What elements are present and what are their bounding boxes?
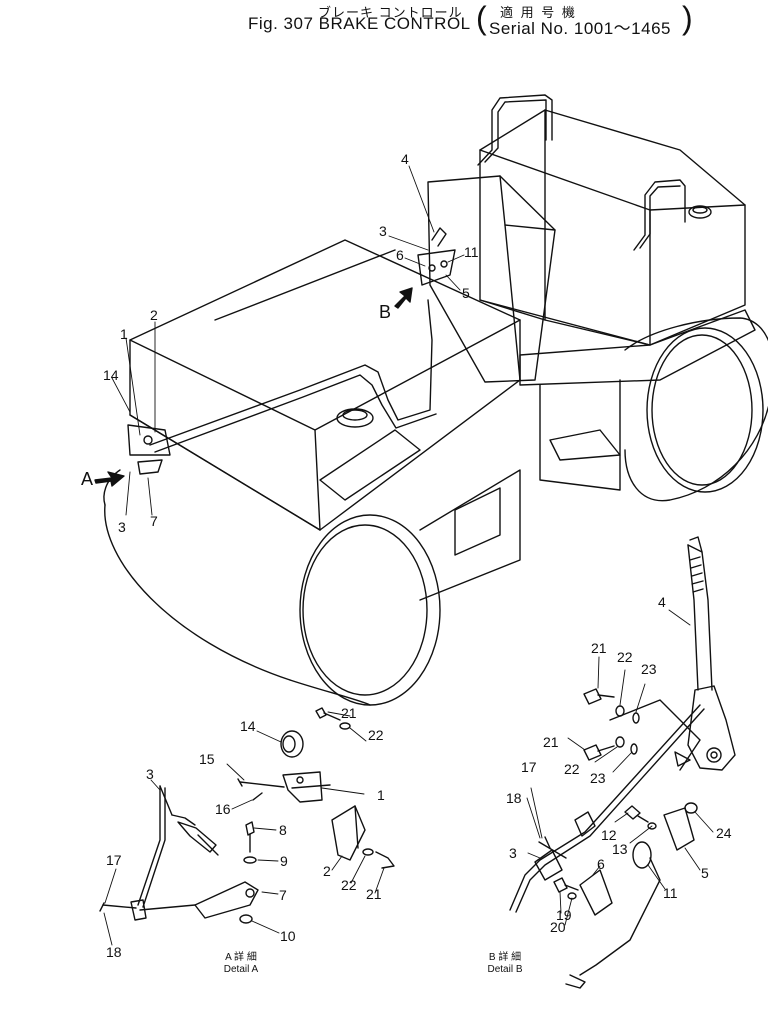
callout-b-20: 20 xyxy=(550,919,566,935)
callout-main-14: 14 xyxy=(103,367,119,383)
arrow-b-icon xyxy=(394,287,413,309)
applicable-japanese: 適 用 号 機 xyxy=(500,5,577,20)
title-japanese: ブレーキ コントロール xyxy=(318,5,463,20)
figure-title: Fig. 307 BRAKE CONTROL xyxy=(248,14,471,33)
callout-a-21: 21 xyxy=(341,705,357,721)
callout-b-4: 4 xyxy=(658,594,666,610)
callout-a-18: 18 xyxy=(106,944,122,960)
brake-cable-main xyxy=(127,227,456,475)
leader-lines-detail-a xyxy=(103,711,385,946)
rear-frame xyxy=(519,309,768,502)
front-water-tank xyxy=(129,239,521,601)
operator-tower xyxy=(427,175,556,383)
callout-main-5: 5 xyxy=(462,285,470,301)
detail-b-parts xyxy=(509,536,736,989)
callout-main-1: 1 xyxy=(120,326,128,342)
leader-lines-main xyxy=(111,165,465,516)
callout-b-22b: 22 xyxy=(564,761,580,777)
callout-a-2: 2 xyxy=(323,863,331,879)
left-paren-glyph: ( xyxy=(476,0,487,36)
right-paren-glyph: ) xyxy=(682,0,693,36)
callout-main-11: 11 xyxy=(464,244,479,260)
callout-b-19: 19 xyxy=(556,907,572,923)
front-roller xyxy=(103,469,441,706)
callout-a-7: 7 xyxy=(279,887,287,903)
callout-a-16: 16 xyxy=(215,801,231,817)
detail-a-caption-en: Detail A xyxy=(223,963,259,975)
callout-a-3: 3 xyxy=(146,766,154,782)
callout-a-15: 15 xyxy=(199,751,215,767)
callout-b-6: 6 xyxy=(597,856,605,872)
callout-b-3: 3 xyxy=(509,845,517,861)
callout-a-14: 14 xyxy=(240,718,256,734)
view-marker-b: B xyxy=(379,302,392,322)
detail-a-caption: A 詳 細 Detail A xyxy=(216,952,266,975)
callout-a-10: 10 xyxy=(280,928,296,944)
callout-main-3b: 3 xyxy=(379,223,387,239)
callout-b-23: 23 xyxy=(641,661,657,677)
callout-b-23b: 23 xyxy=(590,770,606,786)
callout-a-8: 8 xyxy=(279,822,287,838)
view-marker-a: A xyxy=(81,469,94,489)
callout-b-17: 17 xyxy=(521,759,537,775)
serial-range: Serial No. 1001～1465 xyxy=(489,19,672,38)
callout-b-21: 21 xyxy=(591,640,607,656)
callout-main-3: 3 xyxy=(118,519,126,535)
callout-b-5: 5 xyxy=(701,865,709,881)
detail-b-caption-en: Detail B xyxy=(487,963,523,975)
callout-b-18: 18 xyxy=(506,790,522,806)
callout-main-4: 4 xyxy=(401,151,409,167)
callout-a-21b: 21 xyxy=(366,886,382,902)
detail-b-caption: B 詳 細 Detail B xyxy=(480,952,530,975)
callout-b-11: 11 xyxy=(663,885,678,901)
callout-b-24: 24 xyxy=(716,825,732,841)
leader-lines-detail-b xyxy=(526,609,714,926)
callout-a-22: 22 xyxy=(368,727,384,743)
callout-main-6: 6 xyxy=(396,247,404,263)
callout-b-12: 12 xyxy=(601,827,617,843)
callout-a-22b: 22 xyxy=(341,877,357,893)
detail-a-caption-jp: A 詳 細 xyxy=(225,952,257,963)
callout-a-9: 9 xyxy=(280,853,288,869)
callout-main-7: 7 xyxy=(150,513,158,529)
engine-hood xyxy=(477,94,746,346)
callout-b-22: 22 xyxy=(617,649,633,665)
callout-b-21b: 21 xyxy=(543,734,559,750)
callout-main-2: 2 xyxy=(150,307,158,323)
callout-a-1: 1 xyxy=(377,787,385,803)
callout-a-17: 17 xyxy=(106,852,122,868)
detail-a-parts xyxy=(99,707,395,924)
arrow-a-icon xyxy=(94,471,125,487)
detail-b-caption-jp: B 詳 細 xyxy=(488,952,522,963)
callout-b-13: 13 xyxy=(612,841,628,857)
